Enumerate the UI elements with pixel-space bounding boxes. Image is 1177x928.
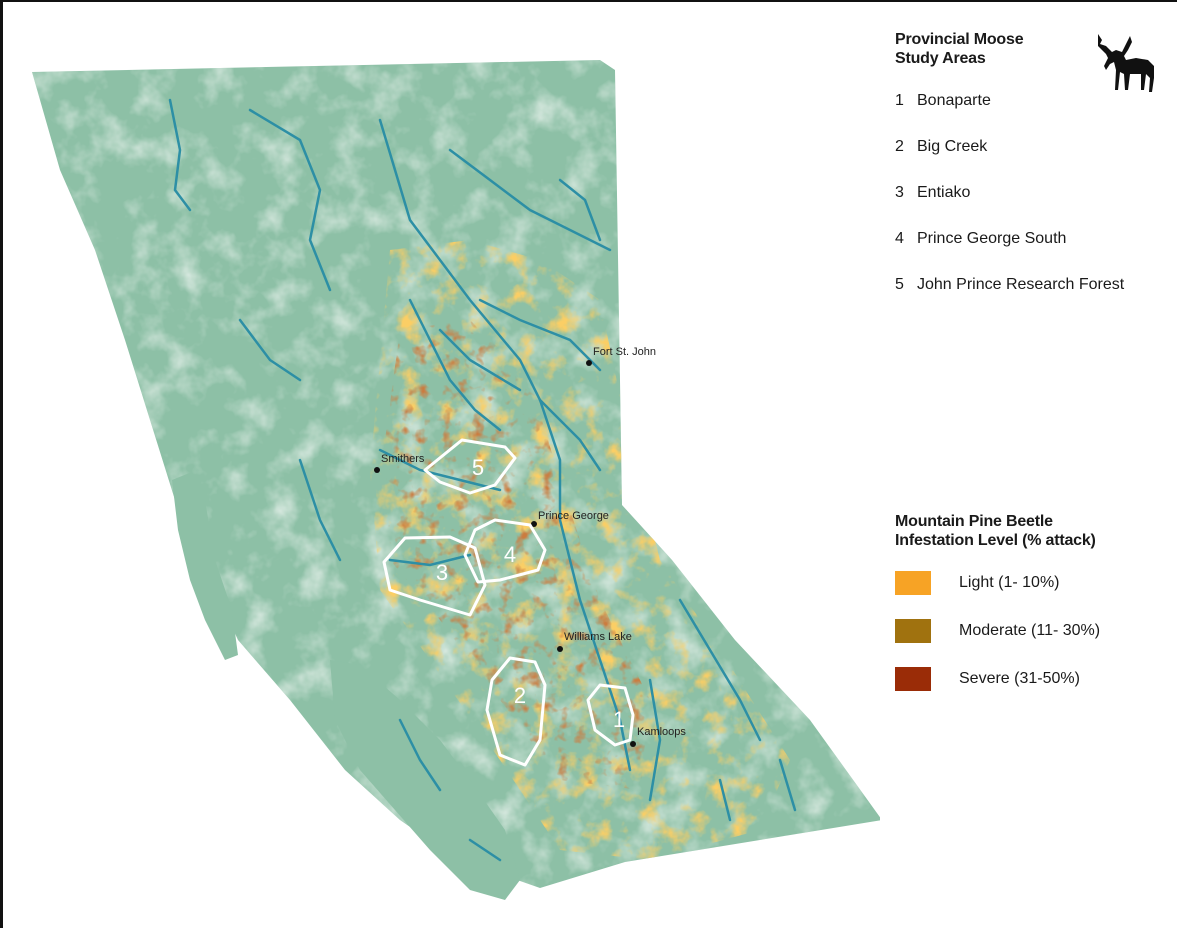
city-label: Fort St. John bbox=[593, 346, 656, 358]
city-williams-lake: Williams Lake bbox=[557, 631, 632, 652]
study-area-number: 2 bbox=[514, 683, 526, 708]
study-area-item: 5 John Prince Research Forest bbox=[895, 276, 1125, 293]
haida-gwaii bbox=[172, 472, 238, 660]
study-area-item: 4 Prince George South bbox=[895, 230, 1067, 247]
city-label: Williams Lake bbox=[564, 631, 632, 643]
study-area-item: 1 Bonaparte bbox=[895, 92, 991, 109]
study-area-item: 3 Entiako bbox=[895, 184, 971, 201]
study-area-number: 3 bbox=[436, 560, 448, 585]
vancouver-island bbox=[330, 660, 520, 900]
study-area-item: 2 Big Creek bbox=[895, 138, 988, 155]
city-smithers: Smithers bbox=[374, 453, 425, 473]
bc-map: Fort St. John Smithers Prince George Wil… bbox=[32, 60, 880, 900]
city-markers: Fort St. John Smithers Prince George Wil… bbox=[374, 346, 686, 747]
city-prince-george: Prince George bbox=[531, 510, 609, 527]
city-kamloops: Kamloops bbox=[630, 726, 686, 747]
city-label: Prince George bbox=[538, 510, 609, 522]
infestation-legend-title: Mountain Pine Beetle Infestation Level (… bbox=[895, 513, 1096, 549]
study-area-1: 1 bbox=[586, 683, 635, 747]
river-network bbox=[168, 98, 797, 862]
study-areas-list: 1 Bonaparte 2 Big Creek 3 Entiako 4 Prin… bbox=[895, 90, 1165, 296]
study-area-3: 3 bbox=[382, 535, 487, 617]
color-swatch bbox=[895, 667, 931, 691]
study-area-number: 5 bbox=[472, 455, 484, 480]
infestation-level-moderate: Moderate (11- 30%) bbox=[895, 618, 1170, 644]
color-swatch bbox=[895, 571, 931, 595]
infestation-level-severe: Severe (31-50%) bbox=[895, 666, 1170, 692]
study-areas-title: Provincial Moose Study Areas bbox=[895, 31, 1024, 67]
color-swatch bbox=[895, 619, 931, 643]
study-area-5: 5 bbox=[423, 438, 517, 495]
city-label: Kamloops bbox=[637, 726, 686, 738]
city-label: Smithers bbox=[381, 453, 425, 465]
infestation-level-light: Light (1- 10%) bbox=[895, 570, 1170, 596]
study-area-2: 2 bbox=[485, 656, 547, 767]
study-area-4: 4 bbox=[463, 518, 547, 584]
study-area-number: 1 bbox=[613, 707, 625, 732]
study-areas-legend: Provincial Moose Study Areas 1 Bonaparte… bbox=[895, 30, 1165, 320]
beetle-infestation-zone bbox=[370, 240, 790, 860]
infestation-legend: Mountain Pine Beetle Infestation Level (… bbox=[895, 512, 1170, 714]
city-fort-st-john: Fort St. John bbox=[586, 346, 656, 366]
study-area-number: 4 bbox=[504, 542, 516, 567]
moose-silhouette-icon bbox=[1098, 34, 1154, 92]
